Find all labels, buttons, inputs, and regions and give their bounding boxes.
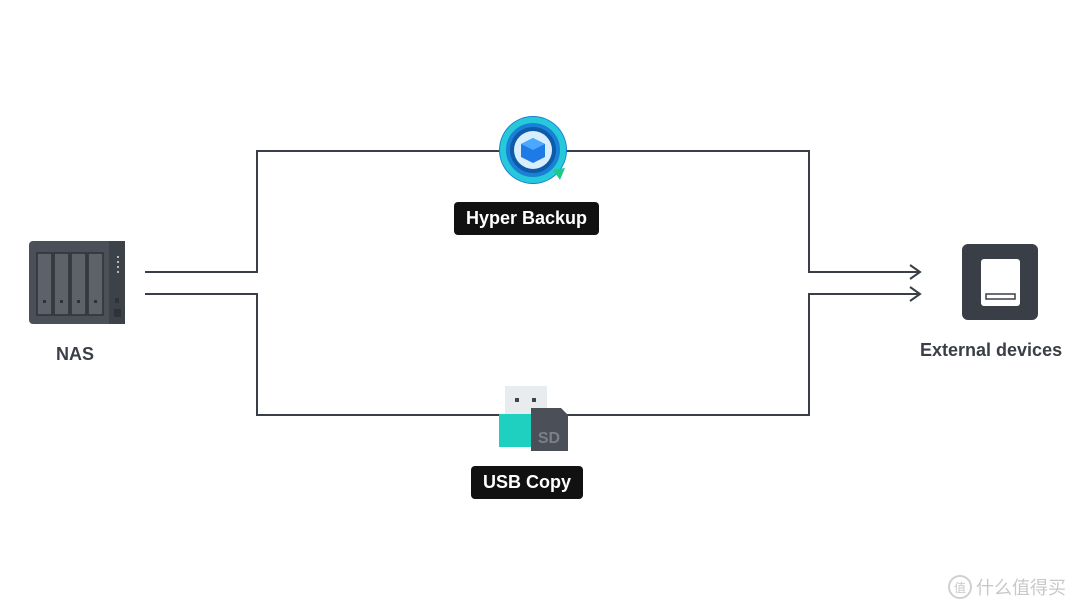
external-drive-icon [962, 244, 1038, 320]
nas-label: NAS [56, 344, 95, 364]
external-devices-label: External devices [920, 340, 1063, 360]
watermark-text: 什么值得买 [976, 578, 1066, 598]
hyper-backup-icon [499, 116, 567, 184]
usb-copy-label: USB Copy [471, 466, 584, 499]
nas-icon [29, 241, 125, 324]
arrow-head-top [909, 264, 922, 280]
hyper-backup-label: Hyper Backup [454, 202, 600, 235]
usb-sd-icon: SD [499, 386, 568, 451]
svg-text:SD: SD [538, 430, 560, 447]
watermark-badge: 值 [948, 575, 972, 599]
watermark: 值 什么值得买 [948, 574, 1066, 600]
arrow-head-bottom [909, 286, 922, 302]
